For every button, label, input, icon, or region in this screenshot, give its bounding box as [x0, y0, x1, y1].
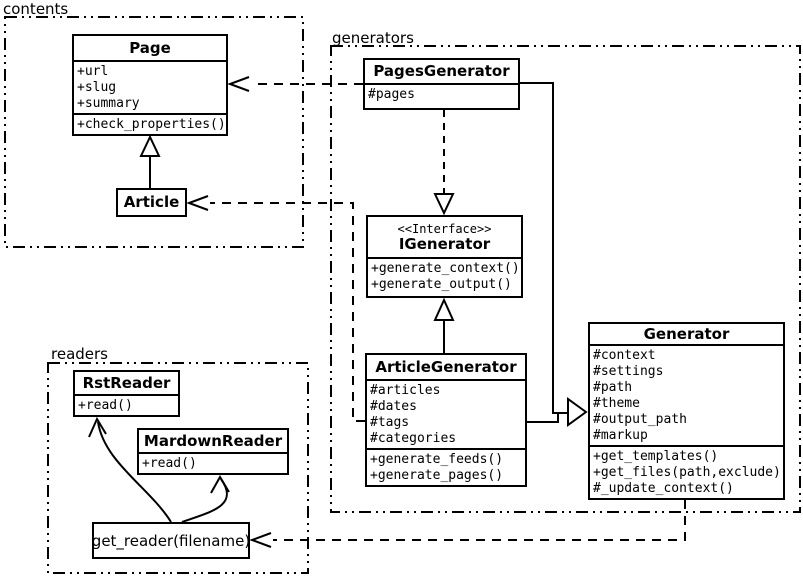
package-label-readers: readers [51, 345, 108, 363]
class-article: Article [116, 188, 187, 217]
package-frame-contents [4, 16, 304, 248]
class-markdownreader-methods: +read() [139, 452, 287, 473]
class-page-attributes: +url +slug +summary [74, 60, 226, 113]
method-row: +check_properties() [77, 117, 226, 132]
class-page-name: Page [129, 38, 171, 57]
arrow-pagesgenerator-realizes-igenerator [433, 110, 455, 216]
class-pagesgenerator-name: PagesGenerator [373, 62, 510, 80]
class-articlegenerator-name: ArticleGenerator [375, 357, 517, 376]
method-row: +get_templates() [593, 449, 719, 464]
class-articlegenerator-attributes: #articles #dates #tags #categories [367, 379, 525, 448]
attribute-row: #context [593, 348, 656, 363]
class-markdownreader: MardownReader +read() [137, 428, 289, 475]
method-row: +generate_context() [371, 261, 520, 276]
method-row: +generate_feeds() [370, 452, 504, 467]
class-igenerator-stereotype: <<Interface>> [397, 221, 492, 236]
class-pagesgenerator: PagesGenerator #pages [363, 58, 520, 110]
attribute-row: +summary [77, 96, 140, 111]
method-row: #_update_context() [593, 481, 734, 496]
function-get-reader-label: get_reader(filename) [91, 531, 251, 550]
method-row: +read() [142, 456, 197, 471]
arrow-pagesgenerator-depends-page [227, 76, 363, 92]
arrow-getreader-to-rstreader [88, 416, 172, 523]
class-rstreader-name: RstReader [82, 373, 171, 392]
class-rstreader: RstReader +read() [73, 370, 180, 417]
package-frame-generators [330, 45, 801, 513]
class-generator-methods: +get_templates() +get_files(path,exclude… [590, 445, 783, 498]
arrow-article-inherits-page [139, 134, 161, 188]
class-markdownreader-name: MardownReader [143, 431, 283, 450]
method-row: +generate_pages() [370, 468, 504, 483]
method-row: +generate_output() [371, 277, 512, 292]
class-generator-name: Generator [643, 324, 730, 343]
attribute-row: #articles [370, 383, 441, 398]
class-generator: Generator #context #settings #path #them… [588, 322, 785, 500]
attribute-row: #pages [368, 87, 415, 102]
package-label-contents: contents [3, 0, 69, 18]
class-page-methods: +check_properties() [74, 113, 226, 134]
method-row: +get_files(path,exclude) [593, 465, 781, 480]
method-row: +read() [78, 398, 133, 413]
arrow-generator-depends-getreader [249, 500, 686, 548]
function-get-reader: get_reader(filename) [92, 522, 250, 559]
class-rstreader-methods: +read() [75, 394, 178, 415]
class-igenerator: <<Interface>> IGenerator +generate_conte… [366, 215, 523, 298]
attribute-row: #output_path [593, 412, 687, 427]
attribute-row: #theme [593, 396, 640, 411]
class-article-name: Article [123, 193, 180, 211]
attribute-row: #categories [370, 431, 457, 446]
attribute-row: #settings [593, 364, 664, 379]
arrow-getreader-to-markdownreader [181, 475, 230, 523]
attribute-row: +slug [77, 80, 117, 95]
class-generator-attributes: #context #settings #path #theme #output_… [590, 344, 783, 445]
class-articlegenerator-methods: +generate_feeds() +generate_pages() [367, 448, 525, 485]
attribute-row: #path [593, 380, 633, 395]
package-frame-readers [47, 362, 309, 574]
attribute-row: #markup [593, 428, 648, 443]
attribute-row: +url [77, 64, 109, 79]
arrow-articlegenerator-inherits-igenerator [433, 297, 455, 353]
class-pagesgenerator-attributes: #pages [365, 83, 518, 108]
class-igenerator-name: IGenerator [398, 234, 491, 253]
attribute-row: #dates [370, 399, 417, 414]
arrow-generators-inherit-generator [520, 82, 588, 427]
class-articlegenerator: ArticleGenerator #articles #dates #tags … [365, 353, 527, 487]
arrow-articlegenerator-depends-article [186, 195, 365, 422]
attribute-row: #tags [370, 415, 410, 430]
class-igenerator-methods: +generate_context() +generate_output() [368, 257, 521, 296]
package-label-generators: generators [332, 29, 414, 47]
class-page: Page +url +slug +summary +check_properti… [72, 34, 228, 136]
